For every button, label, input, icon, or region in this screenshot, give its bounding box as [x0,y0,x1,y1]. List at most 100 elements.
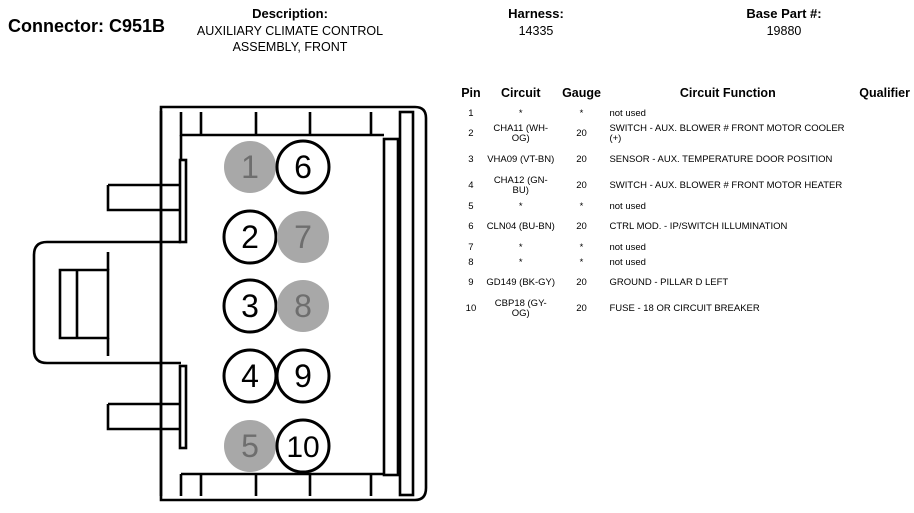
pin-2: 2 [222,209,278,265]
table-row: 3 VHA09 (VT-BN) 20 SENSOR - AUX. TEMPERATUR… [456,147,910,173]
pin-3: 3 [222,278,278,334]
pin-cell: 7 [468,241,474,253]
pin-number: 8 [294,288,312,324]
pin-circle [222,209,278,265]
pin-cell: 8 [468,256,474,268]
qualifier-cell [846,173,910,199]
base-part-label: Base Part #: [746,6,822,21]
table-row: 8 * * not used [456,255,910,270]
pin-8: 8 [277,280,329,332]
function-cell: not used [609,200,646,212]
pin-cell: 3 [468,154,474,165]
qualifier-cell [846,214,910,240]
header-circuit: Circuit [500,86,541,100]
description-line-2: ASSEMBLY, FRONT [232,40,348,54]
description-line-1: AUXILIARY CLIMATE CONTROL [196,24,384,38]
qualifier-cell [846,296,910,322]
pin-circle [224,141,276,193]
function-cell: SENSOR - AUX. TEMPERATURE DOOR POSITION [609,154,833,165]
pin-cell: 10 [465,303,477,314]
pin-5: 5 [224,420,276,472]
function-cell: SWITCH - AUX. BLOWER # FRONT MOTOR COOLE… [609,123,845,144]
gauge-cell: * [579,256,584,268]
circuit-cell: GD149 (BK-GY) [486,277,556,288]
function-cell: not used [609,256,646,268]
qualifier-cell [846,270,910,296]
pin-circle [224,420,276,472]
pin-circle [277,211,329,263]
circuit-cell: * [518,256,523,268]
gauge-cell: 20 [576,221,587,232]
function-cell: CTRL MOD. - IP/SWITCH ILLUMINATION [609,221,788,232]
function-cell: FUSE - 18 OR CIRCUIT BREAKER [609,303,760,314]
table-row: 7 * * not used [456,240,910,255]
pin-number: 5 [241,428,259,464]
connector-housing [32,105,428,502]
qualifier-cell [846,255,910,270]
pin-number: 4 [241,358,259,394]
table-row: 6 CLN04 (BU-BN) 20 CTRL MOD. - IP/SWITCH IL… [456,214,910,240]
circuit-cell: CBP18 (GY-OG) [494,298,547,319]
pin-number: 7 [294,219,312,255]
header-qualifier: Qualifier [859,86,910,100]
table-row: 10 CBP18 (GY-OG) 20 FUSE - 18 OR CIRCUIT BR… [456,296,910,322]
gauge-cell: * [579,200,584,212]
base-part-value: 19880 [766,24,802,38]
function-cell: not used [609,241,646,253]
base-part-block: Base Part #: 19880 [722,6,846,39]
harness-value: 14335 [518,24,554,38]
gauge-cell: 20 [576,303,587,314]
gauge-cell: 20 [576,180,587,191]
pin-cell: 4 [468,180,474,191]
pin-cell: 5 [468,200,474,212]
description-label: Description: [252,6,328,21]
pin-number: 1 [241,149,259,185]
function-cell: SWITCH - AUX. BLOWER # FRONT MOTOR HEATE… [609,180,843,191]
gauge-cell: 20 [576,128,587,139]
pin-cell: 6 [468,221,474,232]
qualifier-cell [846,147,910,173]
harness-block: Harness: 14335 [486,6,586,39]
table-row: 2 CHA11 (WH-OG) 20 SWITCH - AUX. BLOWER # F… [456,121,910,147]
pin-layer: 1 2 3 4 5 6 7 8 9 10 [222,139,331,474]
connector-title: Connector: C951B [8,16,166,36]
table-row: 1**not used [456,106,910,121]
table-row: 5**not used [456,199,910,214]
pin-number: 9 [294,358,312,394]
pin-cell: 9 [468,277,474,288]
table-header-row: Pin Circuit Gauge Circuit Function Quali… [456,86,910,106]
qualifier-cell [846,199,910,214]
circuit-cell: CHA11 (WH-OG) [493,123,549,144]
qualifier-cell [846,121,910,147]
pin-circle [275,348,331,404]
pin-number: 10 [286,431,319,464]
gauge-cell: * [579,241,584,253]
pin-1: 1 [224,141,276,193]
qualifier-cell [846,240,910,255]
header-circuit-function: Circuit Function [679,86,776,100]
qualifier-cell [846,106,910,121]
pin-number: 2 [241,219,259,255]
circuit-cell: CLN04 (BU-BN) [486,221,555,232]
pin-4: 4 [222,348,278,404]
header-pin: Pin [461,86,481,100]
pin-7: 7 [277,211,329,263]
pin-circle [277,280,329,332]
circuit-cell: * [518,241,523,253]
pin-9: 9 [275,348,331,404]
gauge-cell: 20 [576,154,587,165]
pin-cell: 1 [468,107,474,119]
pin-circle [222,278,278,334]
circuit-cell: * [518,107,523,119]
harness-label: Harness: [508,6,564,21]
pin-circle [275,418,331,474]
gauge-cell: * [579,107,584,119]
header-gauge: Gauge [562,86,601,100]
pin-10: 10 [275,418,331,474]
pin-circle [275,139,331,195]
pin-number: 6 [294,149,312,185]
pin-cell: 2 [468,128,474,139]
circuit-cell: VHA09 (VT-BN) [487,154,555,165]
